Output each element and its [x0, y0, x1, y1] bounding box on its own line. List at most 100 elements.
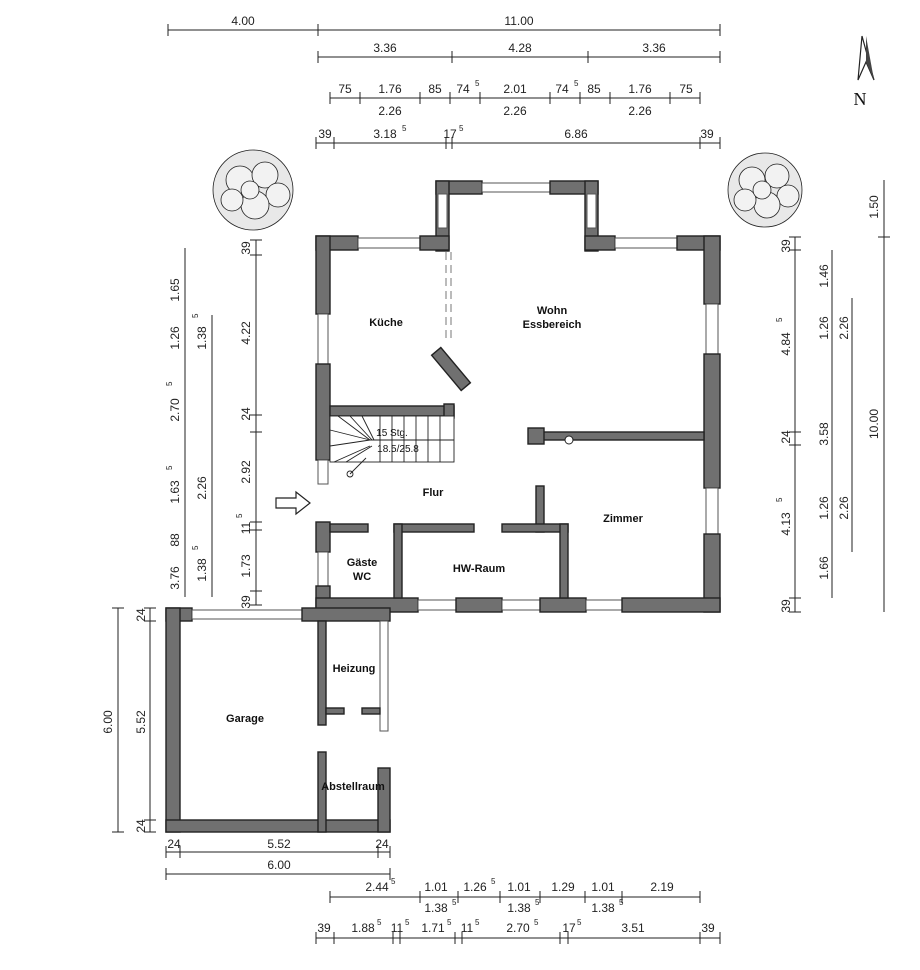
- dim-11-l-sup: 5: [235, 513, 244, 518]
- dim-top-11-00: 11.00: [504, 14, 533, 28]
- dim-garage-24-v-a: 24: [134, 608, 148, 622]
- dim-1-26-l: 1.26: [168, 326, 182, 350]
- dim-10-00: 10.00: [867, 409, 881, 439]
- dim-4-13-sup: 5: [775, 497, 784, 502]
- dim-1-29: 1.29: [551, 880, 575, 894]
- dim-74-b-sup: 5: [574, 79, 579, 88]
- dim-1-38-c: 1.38: [424, 901, 448, 915]
- dim-3-18-sup: 5: [402, 124, 407, 133]
- dim-top-3-36-b: 3.36: [642, 41, 666, 55]
- dim-garage-5-52-v: 5.52: [134, 710, 148, 734]
- dim-17: 17: [443, 127, 457, 141]
- dim-garage-6-00-h: 6.00: [267, 858, 291, 872]
- stairs-steps-label: 15 Stg.: [376, 428, 408, 439]
- right-dimensions: 39 4.84 5 24 4.13 5 39 1.46 1.26 3.58 1.…: [775, 180, 890, 613]
- dim-39-r-b: 39: [779, 599, 793, 613]
- dim-garage-6-00-v: 6.00: [101, 710, 115, 734]
- dim-1-38-e-sup: 5: [619, 898, 624, 907]
- dim-1-26-b: 1.26: [463, 880, 487, 894]
- dim-4-13: 4.13: [779, 512, 793, 536]
- dim-2-70-sup: 5: [165, 381, 174, 386]
- dim-85-b: 85: [587, 82, 601, 96]
- dim-24-l: 24: [239, 407, 253, 421]
- room-label-abstellraum: Abstellraum: [321, 781, 385, 793]
- dim-39-c: 39: [317, 921, 331, 935]
- dim-1-88: 1.88: [351, 921, 375, 935]
- dim-39-b: 39: [700, 127, 714, 141]
- dim-1-63: 1.63: [168, 480, 182, 504]
- dim-1-88-sup: 5: [377, 918, 382, 927]
- garage-dimensions: 6.00 5.52 24 24 24 5.52 24 6.00: [101, 607, 391, 880]
- dim-4-84: 4.84: [779, 332, 793, 356]
- dim-1-38-a: 1.38: [195, 326, 209, 350]
- dim-1-63-sup: 5: [165, 465, 174, 470]
- dim-1-38-c-sup: 5: [452, 898, 457, 907]
- kitchen-divider: [445, 252, 452, 340]
- dim-garage-5-52-h: 5.52: [267, 837, 291, 851]
- dim-2-92: 2.92: [239, 460, 253, 484]
- dim-3-58: 3.58: [817, 422, 831, 446]
- room-label-garage: Garage: [226, 713, 264, 725]
- dim-39-a: 39: [318, 127, 332, 141]
- dim-74-a-sup: 5: [475, 79, 480, 88]
- dim-75-a: 75: [338, 82, 352, 96]
- dim-1-65: 1.65: [168, 278, 182, 302]
- dim-2-44: 2.44: [365, 880, 389, 894]
- dim-2-70-b-sup: 5: [534, 918, 539, 927]
- dim-39-l-a: 39: [239, 241, 253, 255]
- dim-1-01-b: 1.01: [507, 880, 531, 894]
- dim-11-b-b-sup: 5: [475, 918, 480, 927]
- dim-39-r-a: 39: [779, 239, 793, 253]
- dim-4-22: 4.22: [239, 321, 253, 345]
- dim-top-3-36-a: 3.36: [373, 41, 397, 55]
- room-label-wohn: Wohn: [537, 305, 568, 317]
- dim-3-76: 3.76: [168, 566, 182, 590]
- dim-2-26-r-b: 2.26: [837, 496, 851, 520]
- room-label-heizung: Heizung: [333, 663, 376, 675]
- dim-2-26-b: 2.26: [503, 104, 527, 118]
- dim-2-01: 2.01: [503, 82, 527, 96]
- north-label: N: [854, 89, 867, 109]
- dim-6-86: 6.86: [564, 127, 588, 141]
- dim-1-76-a: 1.76: [378, 82, 402, 96]
- dim-88: 88: [168, 533, 182, 547]
- dim-75-b: 75: [679, 82, 693, 96]
- dim-3-18: 3.18: [373, 127, 397, 141]
- dim-1-73: 1.73: [239, 554, 253, 578]
- dim-1-46: 1.46: [817, 264, 831, 288]
- dim-garage-24-v-b: 24: [134, 819, 148, 833]
- room-label-wc: WC: [353, 571, 371, 583]
- stairs-size-label: 18.5/25.8: [377, 444, 419, 455]
- dim-11-b-b: 11: [461, 921, 474, 935]
- dim-1-66: 1.66: [817, 556, 831, 580]
- room-label-flur: Flur: [423, 487, 444, 499]
- dim-1-26-r-b: 1.26: [817, 496, 831, 520]
- dim-garage-24-h-b: 24: [375, 837, 389, 851]
- dim-24-r: 24: [779, 430, 793, 444]
- dim-2-26-l: 2.26: [195, 476, 209, 500]
- bottom-dimensions: 2.44 5 1.01 1.26 5 1.01 1.29 1.01 2.19 1…: [315, 877, 721, 944]
- dim-1-38-b: 1.38: [195, 558, 209, 582]
- dim-1-38-d: 1.38: [507, 901, 531, 915]
- dim-1-76-b: 1.76: [628, 82, 652, 96]
- tree-icon: [727, 152, 803, 228]
- left-dimensions: 1.65 1.26 2.70 5 1.63 5 88 3.76 1.38 5 2…: [165, 239, 262, 609]
- entrance-arrow-icon: [275, 490, 311, 516]
- top-dimensions: 4.00 11.00 3.36 4.28 3.36 75 1.76 85 74 …: [167, 14, 721, 149]
- dim-1-26-b-sup: 5: [491, 877, 496, 886]
- dim-17-sup: 5: [459, 124, 464, 133]
- dim-2-26-r-a: 2.26: [837, 316, 851, 340]
- dim-1-26-r-a: 1.26: [817, 316, 831, 340]
- room-label-zimmer: Zimmer: [603, 513, 643, 525]
- dim-3-51: 3.51: [621, 921, 645, 935]
- dim-2-19: 2.19: [650, 880, 674, 894]
- dim-11-l: 11: [239, 521, 253, 534]
- dim-1-38-b-sup: 5: [191, 545, 200, 550]
- dim-39-l-b: 39: [239, 595, 253, 609]
- room-label-essbereich: Essbereich: [523, 319, 582, 331]
- dim-85-a: 85: [428, 82, 442, 96]
- dim-17-b-sup: 5: [577, 918, 582, 927]
- room-label-gaeste: Gäste: [347, 557, 378, 569]
- dim-1-38-d-sup: 5: [535, 898, 540, 907]
